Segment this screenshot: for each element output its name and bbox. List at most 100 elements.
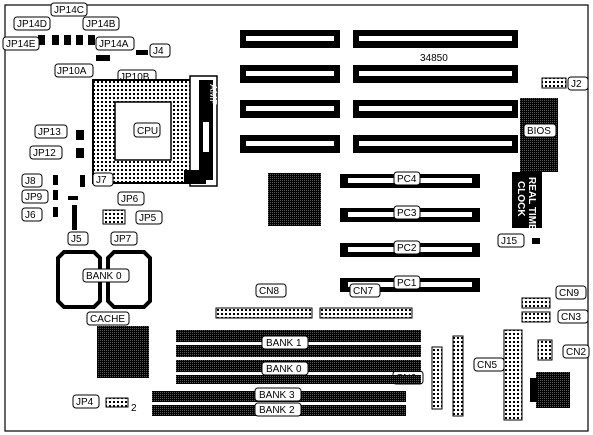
j2-connector: [541, 77, 567, 89]
svg-text:CN5: CN5: [477, 360, 497, 371]
svg-text:JP10B: JP10B: [120, 72, 150, 83]
label-cn5: CN5: [473, 357, 505, 372]
svg-text:PC3: PC3: [397, 208, 417, 219]
svg-text:J5: J5: [71, 234, 82, 245]
label-j7: J7: [92, 172, 114, 187]
svg-text:CN3: CN3: [561, 312, 581, 323]
label-rtc-line1: REAL TIME: [526, 177, 537, 231]
cn7-connector: [319, 307, 413, 319]
svg-text:JP9: JP9: [25, 192, 43, 203]
label-jp14a: JP14A: [95, 36, 135, 51]
cache-controller-chip: [97, 326, 149, 378]
svg-text:BANK 1: BANK 1: [266, 338, 302, 349]
label-bank0: BANK 0: [261, 361, 309, 376]
j4-jumper: [136, 50, 148, 55]
label-jp14e: JP14E: [2, 36, 40, 51]
svg-text:J2: J2: [571, 79, 582, 90]
svg-text:J15: J15: [501, 236, 518, 247]
label-jp13: JP13: [34, 124, 68, 139]
label-cn7: CN7: [349, 283, 381, 298]
svg-text:JP5: JP5: [139, 213, 157, 224]
svg-text:CN2: CN2: [566, 347, 586, 358]
label-pc3: PC3: [393, 205, 421, 220]
svg-text:JP14B: JP14B: [86, 19, 116, 30]
jp4-pin-number: 2: [131, 403, 137, 414]
jp14-block: [38, 35, 95, 45]
label-pc1: PC1: [393, 275, 421, 290]
chipset-chip: [268, 173, 321, 226]
label-jp14b: JP14B: [82, 16, 120, 31]
label-cn2: CN2: [562, 344, 590, 359]
cn3-connector: [521, 311, 551, 323]
label-j6: J6: [21, 207, 43, 222]
isa-slots: [240, 30, 518, 153]
svg-text:CN7: CN7: [353, 286, 373, 297]
label-jp7: JP7: [110, 231, 138, 246]
svg-text:JP13: JP13: [38, 127, 61, 138]
label-j5: J5: [67, 231, 89, 246]
label-jp10a: JP10A: [54, 63, 94, 78]
label-bank2: BANK 2: [254, 402, 302, 417]
svg-text:JP6: JP6: [121, 194, 139, 205]
svg-text:CN8: CN8: [259, 286, 279, 297]
label-cpu: CPU: [133, 122, 161, 138]
label-cache-bank0: BANK 0: [82, 268, 130, 283]
label-bank1: BANK 1: [261, 335, 309, 350]
label-bios: BIOS: [523, 123, 557, 138]
svg-text:CACHE: CACHE: [90, 314, 125, 325]
svg-text:BANK 0: BANK 0: [86, 271, 122, 282]
svg-text:JP10A: JP10A: [57, 66, 87, 77]
label-cn8: CN8: [255, 283, 287, 298]
cn5b-connector: [503, 329, 523, 421]
label-jp14c: JP14C: [50, 2, 88, 17]
svg-text:BIOS: BIOS: [527, 126, 551, 137]
svg-text:J4: J4: [153, 46, 164, 57]
svg-text:PC4: PC4: [397, 174, 417, 185]
cn6-connector: [431, 346, 443, 410]
svg-text:J7: J7: [96, 175, 107, 186]
label-rtc-line2: CLOCK: [515, 181, 526, 217]
label-amp: AMP: [207, 84, 218, 106]
label-jp5: JP5: [135, 210, 163, 225]
svg-text:JP14D: JP14D: [17, 19, 47, 30]
svg-text:JP4: JP4: [76, 397, 94, 408]
label-jp12: JP12: [29, 145, 63, 160]
svg-text:JP12: JP12: [33, 148, 56, 159]
svg-text:CPU: CPU: [137, 126, 158, 137]
label-jp14d: JP14D: [13, 16, 51, 31]
label-j4: J4: [149, 43, 171, 58]
label-jp9: JP9: [21, 189, 49, 204]
label-j8: J8: [21, 173, 43, 188]
label-pc4: PC4: [393, 171, 421, 186]
label-jp6: JP6: [117, 191, 145, 206]
svg-text:PC2: PC2: [397, 243, 417, 254]
jp4-jumper: [105, 397, 129, 408]
jp10a-jumper: [96, 55, 110, 61]
svg-text:JP14A: JP14A: [99, 39, 129, 50]
keyboard-connector: [530, 372, 570, 408]
jumper-pins-left: [53, 130, 126, 230]
label-pc2: PC2: [393, 240, 421, 255]
label-bank3: BANK 3: [254, 387, 302, 402]
svg-text:BANK 2: BANK 2: [259, 405, 295, 416]
label-cn3: CN3: [557, 309, 589, 324]
svg-text:BANK 3: BANK 3: [259, 390, 295, 401]
j15-jumper: [532, 238, 540, 244]
cn2-connector: [537, 339, 553, 361]
svg-text:JP7: JP7: [114, 234, 132, 245]
cn9-connector: [521, 297, 551, 309]
board-model-number: 34850: [420, 53, 448, 64]
real-time-clock-chip: [512, 172, 542, 228]
label-j15: J15: [497, 233, 525, 248]
svg-text:PC1: PC1: [397, 278, 417, 289]
label-jp4: JP4: [72, 394, 100, 409]
svg-text:BANK 0: BANK 0: [266, 364, 302, 375]
svg-text:JP14C: JP14C: [54, 5, 84, 16]
svg-text:JP14E: JP14E: [6, 39, 36, 50]
label-cache: CACHE: [86, 311, 130, 326]
svg-text:J8: J8: [25, 176, 36, 187]
label-j2: J2: [567, 76, 589, 91]
label-cn9: CN9: [555, 285, 587, 300]
svg-text:J6: J6: [25, 210, 36, 221]
